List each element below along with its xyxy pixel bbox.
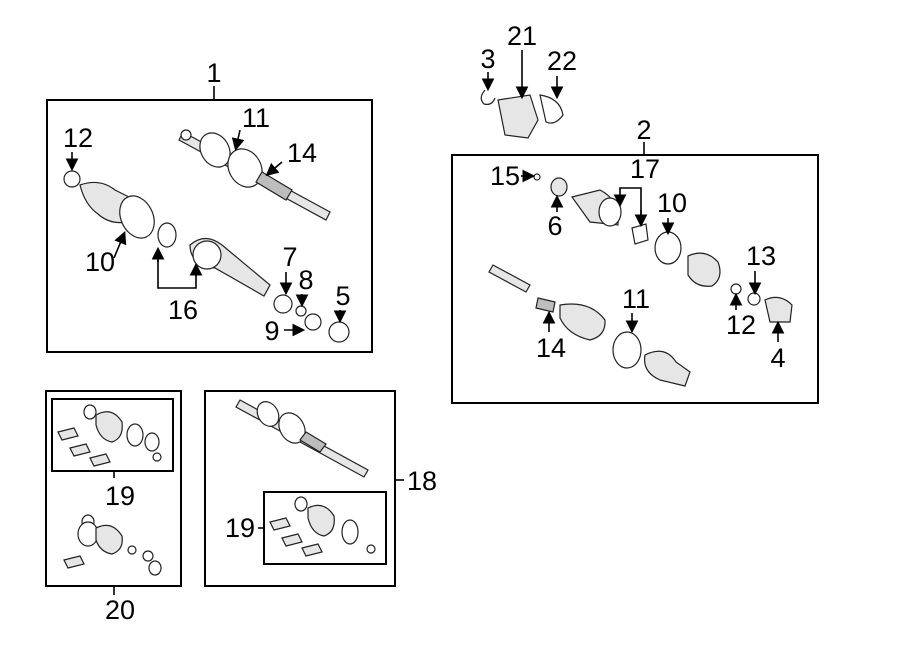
callout-14-left: 14: [287, 138, 317, 168]
callout-7: 7: [282, 242, 297, 272]
callout-10-right: 10: [657, 188, 687, 218]
callout-4: 4: [770, 343, 785, 373]
assembly-18-box: [204, 390, 396, 587]
boot-kit-left: [63, 170, 177, 248]
callout-20: 20: [105, 595, 135, 625]
callout-12-right: 12: [726, 310, 756, 340]
boot-kit-19-right: [269, 496, 376, 557]
assembly-2-group: 2 15 17 6 10 13 12 4 11 14: [451, 115, 819, 404]
clip-part-3: [480, 89, 496, 105]
callout-12-left: 12: [63, 123, 93, 153]
assembly-2-box: [451, 154, 819, 404]
callout-13: 13: [746, 241, 776, 271]
callout-15: 15: [490, 161, 520, 191]
drive-shaft-18: [235, 399, 369, 478]
bracket-part-21: [497, 94, 539, 139]
callout-1: 1: [206, 58, 221, 88]
callout-18: 18: [407, 466, 437, 496]
callout-10-left: 10: [85, 247, 115, 277]
callout-11-left: 11: [242, 103, 270, 133]
boot-kit-20: [63, 514, 162, 576]
callout-17-bracket: [619, 187, 642, 222]
boot-kit-19-left: [57, 404, 162, 467]
callout-11-right: 11: [622, 284, 650, 314]
callout-14-right: 14: [536, 333, 566, 363]
assembly-1-group: 1 12 11 14 10 16 7 8 5 9: [46, 58, 373, 353]
callout-5: 5: [335, 281, 350, 311]
callout-8: 8: [298, 265, 313, 295]
inner-joint-parts: [533, 173, 793, 323]
callout-6: 6: [547, 211, 562, 241]
assembly-1-box: [46, 99, 373, 353]
callout-19-left: 19: [105, 481, 135, 511]
callout-17: 17: [630, 154, 660, 184]
callout-19-right: 19: [225, 513, 255, 543]
bracket-part-22: [539, 94, 564, 124]
drive-shaft-lower: [488, 264, 691, 387]
bracket-group: 3 21 22: [480, 21, 577, 139]
callout-21: 21: [507, 21, 537, 51]
drive-shaft-upper: [178, 129, 331, 221]
outer-joint-lower: [189, 237, 350, 343]
callout-2: 2: [636, 115, 651, 145]
callout-3: 3: [480, 44, 495, 74]
callout-22: 22: [547, 46, 577, 76]
callout-9: 9: [264, 316, 279, 346]
assembly-20-group: 19 20: [45, 390, 182, 625]
callout-16: 16: [168, 295, 198, 325]
assembly-18-group: 18 19: [204, 390, 437, 587]
kit-19-left-box: [51, 398, 174, 472]
callout-16-bracket: [157, 255, 197, 289]
